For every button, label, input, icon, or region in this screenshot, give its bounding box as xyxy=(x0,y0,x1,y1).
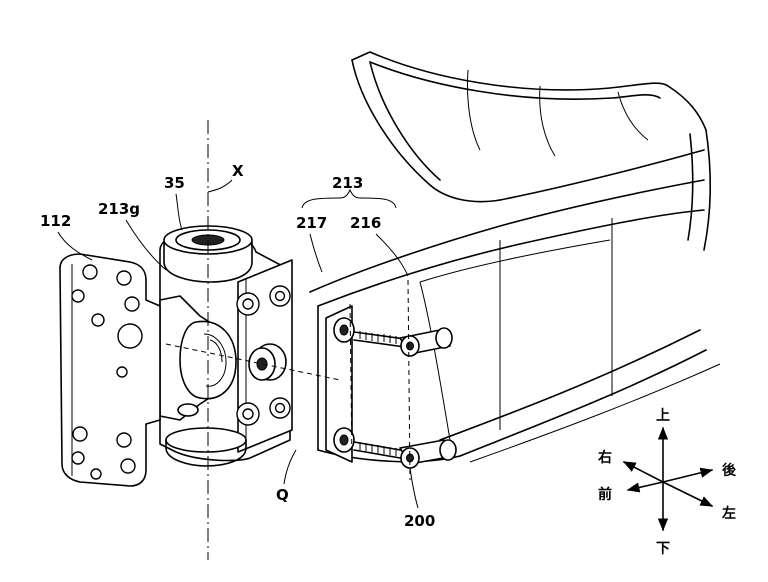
label-217: 217 xyxy=(296,214,327,232)
label-35: 35 xyxy=(164,174,185,192)
axis-lines xyxy=(165,120,411,560)
label-q: Q xyxy=(276,486,289,504)
label-216: 216 xyxy=(350,214,381,232)
right-arrow-icon xyxy=(622,461,664,483)
bracket-213 xyxy=(325,305,457,469)
direction-down-label: 下 xyxy=(656,541,670,557)
mounting-plate-112 xyxy=(59,253,161,487)
direction-right-label: 右 xyxy=(597,449,612,466)
callouts: 112 213g 35 X 213 217 216 Q 200 xyxy=(40,162,435,530)
direction-rear-label: 後 xyxy=(722,462,737,479)
vehicle-frame xyxy=(309,51,721,463)
rear-arrow-icon xyxy=(662,467,714,483)
direction-front-label: 前 xyxy=(598,486,612,503)
direction-left-label: 左 xyxy=(721,505,736,522)
label-112: 112 xyxy=(40,212,71,230)
direction-indicator: 上 下 前 後 右 左 xyxy=(597,408,737,557)
label-200: 200 xyxy=(404,512,435,530)
front-arrow-icon xyxy=(626,481,664,493)
label-213g: 213g xyxy=(98,200,140,218)
label-x: X xyxy=(232,162,244,180)
direction-up-label: 上 xyxy=(656,408,670,424)
left-arrow-icon xyxy=(662,481,714,507)
upper-bolt-assembly xyxy=(333,317,453,357)
label-213: 213 xyxy=(332,174,363,192)
joint-block-35 xyxy=(159,225,293,467)
